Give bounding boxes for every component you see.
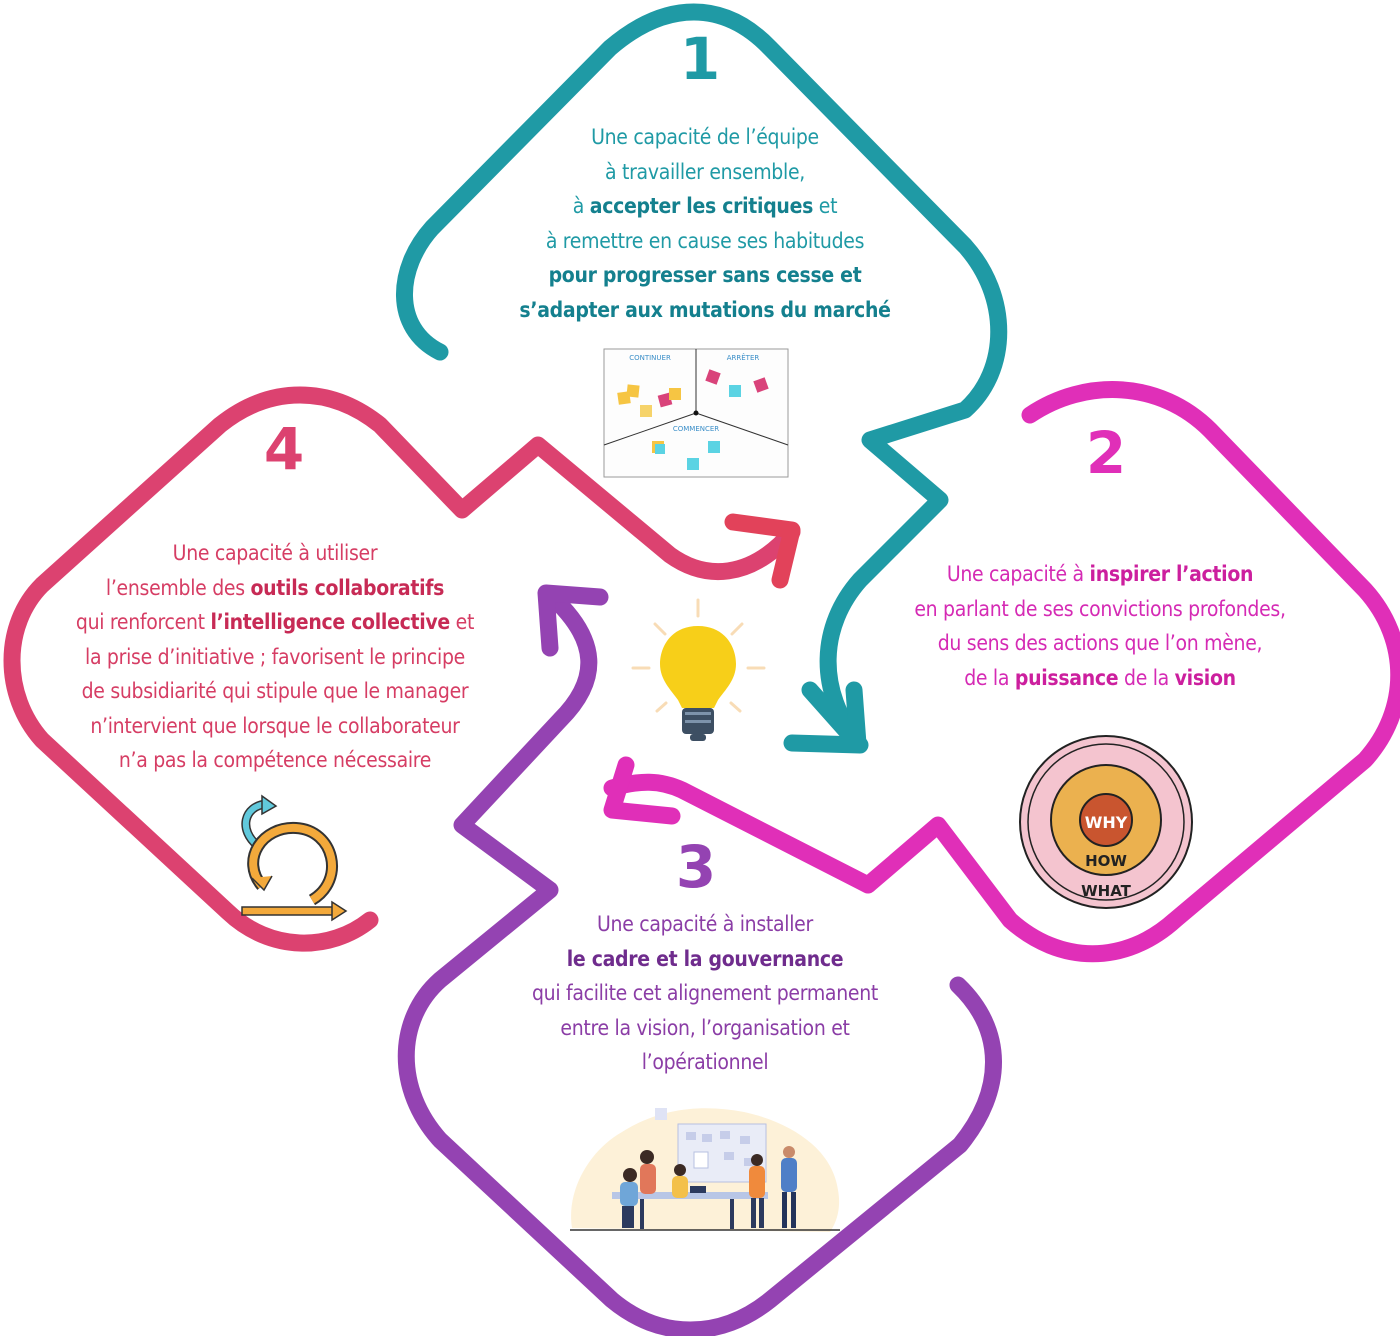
emphasis-text: accepter les critiques <box>589 194 814 218</box>
step-1-line: à remettre en cause ses habitudes <box>460 224 950 259</box>
step-1-number: 1 <box>679 25 721 93</box>
step-4-line: n’intervient que lorsque le collaborateu… <box>20 709 530 744</box>
text-segment: Une capacité de l’équipe <box>591 125 819 149</box>
step-4-line: n’a pas la compétence nécessaire <box>20 743 530 778</box>
step-2-line: en parlant de ses convictions profondes, <box>860 592 1340 627</box>
step-4-number: 4 <box>263 415 305 483</box>
text-segment: qui renforcent <box>75 610 211 634</box>
loop-2-arrowhead <box>603 756 681 825</box>
step-3-line: Une capacité à installer <box>470 907 940 942</box>
text-segment: du sens des actions que l’on mène, <box>937 631 1263 655</box>
step-4-line: Une capacité à utiliser <box>20 536 530 571</box>
step-1-line: à accepter les critiques et <box>460 189 950 224</box>
emphasis-text: outils collaboratifs <box>250 575 445 600</box>
golden-circle-what: WHAT <box>1081 882 1132 900</box>
text-segment: l’opérationnel <box>641 1050 769 1074</box>
text-segment: Une capacité à installer <box>597 912 813 936</box>
text-segment: de subsidiarité qui stipule que le manag… <box>81 679 469 703</box>
step-3-number: 3 <box>675 833 717 901</box>
loop-3-outline <box>397 586 1002 1336</box>
emphasis-text: pour progresser sans cesse et <box>548 263 862 287</box>
step-2-line: de la puissance de la vision <box>860 661 1340 696</box>
loop-3-arrowhead <box>537 584 609 657</box>
step-2-description: Une capacité à inspirer l’action en parla… <box>860 557 1340 695</box>
text-segment: à <box>572 194 590 218</box>
text-segment: Une capacité à utiliser <box>172 541 378 565</box>
step-3-line: le cadre et la gouvernance <box>470 942 940 977</box>
text-segment: et <box>449 610 475 634</box>
step-4-line: qui renforcent l’intelligence collective… <box>20 605 530 640</box>
step-3-line: entre la vision, l’organisation et <box>470 1011 940 1046</box>
step-4-line: de subsidiarité qui stipule que le manag… <box>20 674 530 709</box>
board-label-start: COMMENCER <box>673 425 719 433</box>
step-1-description: Une capacité de l’équipe à travailler ens… <box>460 120 950 327</box>
step-1-line: s’adapter aux mutations du marché <box>460 293 950 328</box>
team-meeting-illustration-icon <box>570 1108 840 1232</box>
step-2-number: 2 <box>1085 419 1127 487</box>
step-4-description: Une capacité à utiliser l’ensemble des ou… <box>20 536 530 778</box>
step-1-line: Une capacité de l’équipe <box>460 120 950 155</box>
step-4-line: la prise d’initiative ; favorisent le pr… <box>20 640 530 675</box>
emphasis-text: puissance <box>1014 665 1119 690</box>
loop-4-outline <box>3 386 801 952</box>
emphasis-text: s’adapter aux mutations du marché <box>519 297 891 322</box>
retrospective-board-icon: CONTINUER ARRÊTER COMMENCER <box>603 348 789 478</box>
text-segment: la prise d’initiative ; favorisent le pr… <box>85 644 465 669</box>
emphasis-text: l’intelligence collective <box>210 610 450 634</box>
text-segment: Une capacité à <box>946 562 1090 586</box>
text-segment: entre la vision, l’organisation et <box>560 1015 850 1040</box>
step-1-line: pour progresser sans cesse et <box>460 258 950 293</box>
step-3-line: qui facilite cet alignement permanent <box>470 976 940 1011</box>
text-segment: à travailler ensemble, <box>605 159 805 184</box>
text-segment: à remettre en cause ses habitudes <box>545 228 865 253</box>
text-segment: l’ensemble des <box>105 575 251 600</box>
step-2-line: du sens des actions que l’on mène, <box>860 626 1340 661</box>
golden-circle-how: HOW <box>1085 852 1127 870</box>
golden-circle-why: WHY <box>1085 813 1128 832</box>
step-4-line: l’ensemble des outils collaboratifs <box>20 571 530 606</box>
text-segment: et <box>813 194 838 218</box>
lightbulb-icon <box>631 598 766 741</box>
text-segment: de la <box>1118 665 1175 690</box>
text-segment: de la <box>964 665 1015 690</box>
text-segment: n’a pas la compétence nécessaire <box>118 748 432 772</box>
emphasis-text: le cadre et la gouvernance <box>566 946 844 971</box>
step-3-description: Une capacité à installer le cadre et la g… <box>470 907 940 1080</box>
loop-1-outline <box>396 3 1008 754</box>
emphasis-text: inspirer l’action <box>1089 562 1254 586</box>
golden-circle-icon: WHY HOW WHAT <box>1019 735 1193 909</box>
emphasis-text: vision <box>1174 665 1236 690</box>
step-2-line: Une capacité à inspirer l’action <box>860 557 1340 592</box>
iteration-cycle-icon <box>241 794 348 922</box>
step-3-line: l’opérationnel <box>470 1045 940 1080</box>
loop-4-arrowhead <box>724 513 801 589</box>
text-segment: en parlant de ses convictions profondes, <box>914 596 1286 621</box>
loop-1-arrowhead <box>801 681 867 753</box>
text-segment: n’intervient que lorsque le collaborateu… <box>90 713 460 738</box>
text-segment: qui facilite cet alignement permanent <box>531 981 878 1005</box>
board-label-continue: CONTINUER <box>629 354 671 362</box>
loop-2-outline <box>603 381 1400 963</box>
board-label-stop: ARRÊTER <box>727 353 760 362</box>
step-1-line: à travailler ensemble, <box>460 155 950 190</box>
